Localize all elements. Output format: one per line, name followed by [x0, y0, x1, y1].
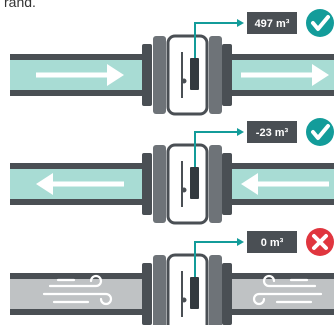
arrow-right-icon: [241, 64, 329, 86]
meter-sensor: [190, 277, 199, 309]
pipe-flange: [209, 36, 222, 114]
reading-box: [247, 231, 297, 253]
meter-sensor: [190, 167, 199, 199]
pipe-wall: [10, 199, 144, 205]
check-icon: [306, 9, 334, 37]
pipe-wall: [230, 90, 334, 96]
wind-icon: [252, 274, 323, 306]
pipe-flange: [222, 153, 232, 215]
wind-icon: [42, 274, 113, 306]
signal-arrow: [237, 238, 244, 246]
pipe-wall: [230, 273, 334, 279]
meter-sensor: [190, 58, 199, 90]
cropped-caption-text: rand.: [4, 0, 36, 10]
pipe-wall: [230, 199, 334, 205]
meter-body: [166, 143, 209, 225]
pipe-wall: [10, 273, 144, 279]
meter-dot: [181, 297, 187, 303]
reading-value: -23 m³: [256, 127, 289, 139]
pipe-flange: [142, 44, 152, 106]
cross-icon: [306, 228, 334, 256]
reading-value: 497 m³: [255, 18, 290, 30]
pipe-wall: [230, 163, 334, 169]
signal-line: [194, 241, 238, 277]
pipe-wall: [10, 163, 144, 169]
flow-meter-row: 0 m³: [10, 228, 334, 325]
meter-body: [166, 253, 209, 325]
arrow-left-icon: [241, 173, 329, 195]
pipe-flange: [209, 255, 222, 325]
pipe-wall: [230, 309, 334, 315]
pipe-flange: [222, 44, 232, 106]
pipe-flange: [209, 145, 222, 223]
pipe-flange: [142, 153, 152, 215]
arrow-right-icon: [36, 64, 124, 86]
flow-meter-row: 497 m³: [10, 9, 334, 116]
arrow-left-icon: [36, 173, 124, 195]
pipe-flange: [222, 263, 232, 325]
pipe-flange: [153, 36, 166, 114]
reading-box: [247, 12, 297, 34]
pipe-wall: [10, 90, 144, 96]
meter-dot: [181, 78, 187, 84]
check-icon: [306, 118, 334, 146]
meter-dot: [181, 187, 187, 193]
pipe-wall: [10, 54, 144, 60]
signal-line: [194, 131, 238, 167]
signal-line: [194, 22, 238, 58]
pipe-flange: [142, 263, 152, 325]
flow-meter-row: -23 m³: [10, 118, 334, 225]
pipe-wall: [10, 309, 144, 315]
reading-value: 0 m³: [261, 237, 284, 249]
pipe-flange: [153, 255, 166, 325]
signal-arrow: [237, 128, 244, 136]
signal-arrow: [237, 19, 244, 27]
pipe-flange: [153, 145, 166, 223]
meter-body: [166, 34, 209, 116]
reading-box: [247, 121, 297, 143]
pipe-wall: [230, 54, 334, 60]
